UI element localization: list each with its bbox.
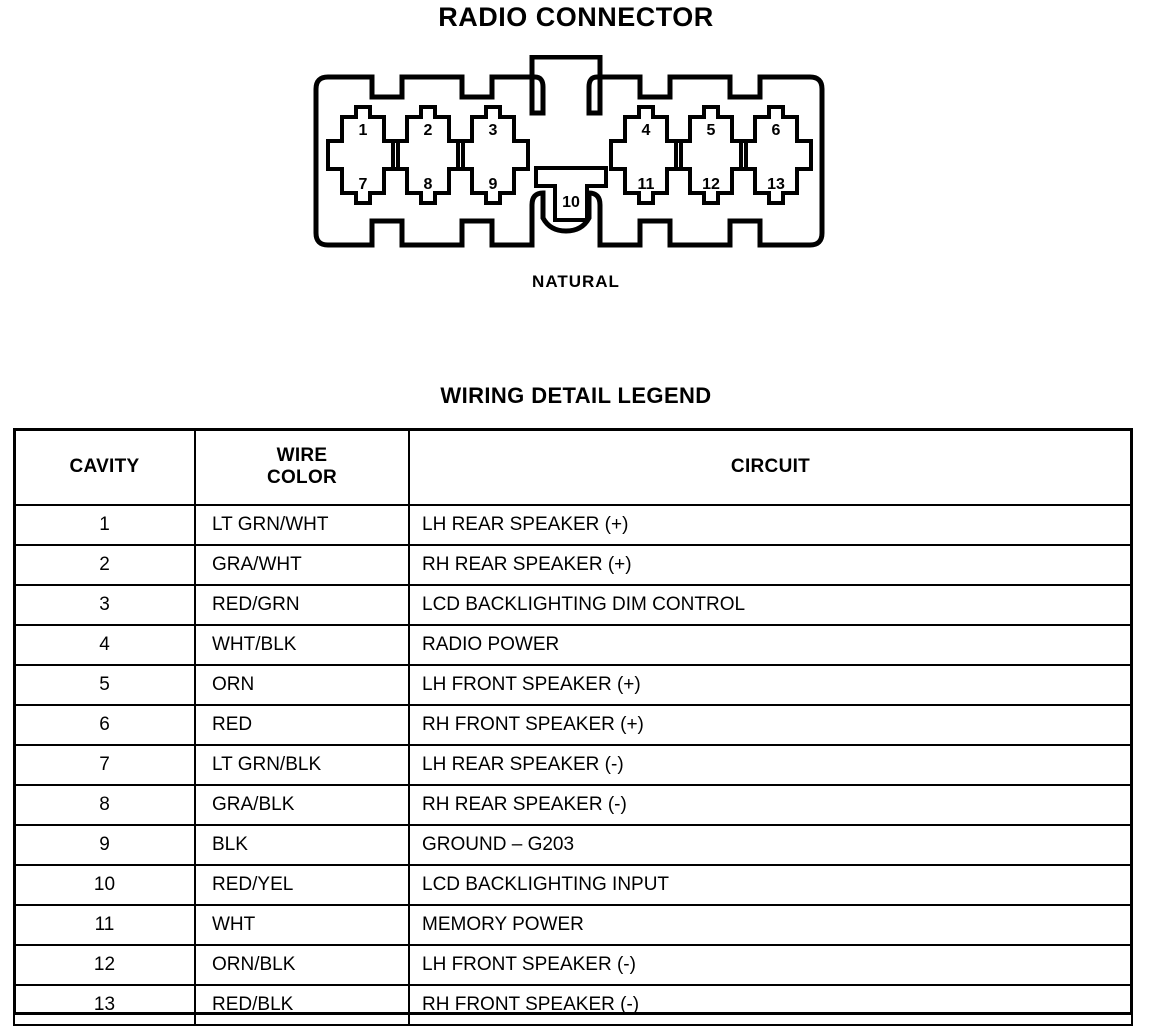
- cavity-number-2: 2: [424, 122, 433, 139]
- table-header-row: CAVITY WIRE COLOR CIRCUIT: [13, 428, 1133, 506]
- cavity-number-1: 1: [359, 122, 368, 139]
- cell-cavity: 5: [13, 664, 196, 706]
- cell-wire-color: LT GRN/WHT: [194, 504, 410, 546]
- cell-circuit: RH REAR SPEAKER (+): [408, 544, 1133, 586]
- cell-cavity: 7: [13, 744, 196, 786]
- page-title: RADIO CONNECTOR: [438, 2, 714, 32]
- cavity-number-5: 5: [707, 122, 716, 139]
- cavity-number-10: 10: [562, 194, 580, 211]
- cavity-pair-3-9: 3 9: [456, 105, 530, 205]
- cavity-number-7: 7: [359, 176, 368, 193]
- cell-wire-color: WHT/BLK: [194, 624, 410, 666]
- cell-wire-color: RED: [194, 704, 410, 746]
- cell-cavity: 9: [13, 824, 196, 866]
- cell-circuit: LH FRONT SPEAKER (-): [408, 944, 1133, 986]
- cell-cavity: 12: [13, 944, 196, 986]
- cell-wire-color: LT GRN/BLK: [194, 744, 410, 786]
- cell-cavity: 2: [13, 544, 196, 586]
- cavity-number-9: 9: [489, 176, 498, 193]
- cell-circuit: RH FRONT SPEAKER (-): [408, 984, 1133, 1026]
- cavity-number-3: 3: [489, 122, 498, 139]
- cell-wire-color: RED/BLK: [194, 984, 410, 1026]
- cell-circuit: RH FRONT SPEAKER (+): [408, 704, 1133, 746]
- cell-cavity: 1: [13, 504, 196, 546]
- cavity-number-11: 11: [638, 176, 655, 193]
- cell-circuit: MEMORY POWER: [408, 904, 1133, 946]
- cell-wire-color: RED/YEL: [194, 864, 410, 906]
- cell-circuit: GROUND – G203: [408, 824, 1133, 866]
- cell-circuit: LH REAR SPEAKER (+): [408, 504, 1133, 546]
- cell-circuit: LH REAR SPEAKER (-): [408, 744, 1133, 786]
- cell-cavity: 4: [13, 624, 196, 666]
- cell-circuit: RH REAR SPEAKER (-): [408, 784, 1133, 826]
- cell-cavity: 10: [13, 864, 196, 906]
- cell-wire-color: ORN: [194, 664, 410, 706]
- legend-title: WIRING DETAIL LEGEND: [440, 383, 712, 408]
- cavity-number-13: 13: [767, 176, 785, 193]
- header-wire-color: WIRE COLOR: [194, 428, 410, 506]
- cell-cavity: 11: [13, 904, 196, 946]
- cavity-pair-1-7: 1 7: [326, 105, 400, 205]
- cell-circuit: LH FRONT SPEAKER (+): [408, 664, 1133, 706]
- cell-cavity: 8: [13, 784, 196, 826]
- cavity-number-8: 8: [424, 176, 433, 193]
- cell-circuit: RADIO POWER: [408, 624, 1133, 666]
- cavity-number-4: 4: [642, 122, 651, 139]
- cavity-number-6: 6: [772, 122, 781, 139]
- connector-color-caption: NATURAL: [532, 272, 620, 291]
- cell-wire-color: GRA/WHT: [194, 544, 410, 586]
- header-wire-color-line2: COLOR: [266, 467, 338, 488]
- cell-cavity: 3: [13, 584, 196, 626]
- header-wire-color-line1: WIRE: [276, 445, 328, 467]
- cell-cavity: 6: [13, 704, 196, 746]
- cavity-10: 10: [534, 166, 608, 222]
- cavity-pair-4-11: 4 11: [609, 105, 683, 205]
- cell-wire-color: ORN/BLK: [194, 944, 410, 986]
- cell-cavity: 13: [13, 984, 196, 1026]
- cell-wire-color: WHT: [194, 904, 410, 946]
- cavity-pair-5-12: 5 12: [674, 105, 748, 205]
- cell-wire-color: BLK: [194, 824, 410, 866]
- cavity-pair-6-13: 6 13: [739, 105, 813, 205]
- radio-connector-diagram: 1 7 2 8 3 9 10 4 11 5 12: [310, 55, 855, 260]
- cavity-pair-2-8: 2 8: [391, 105, 465, 205]
- cell-circuit: LCD BACKLIGHTING INPUT: [408, 864, 1133, 906]
- cell-wire-color: GRA/BLK: [194, 784, 410, 826]
- header-circuit: CIRCUIT: [408, 428, 1133, 506]
- header-cavity: CAVITY: [13, 428, 196, 506]
- cavity-number-12: 12: [702, 176, 720, 193]
- cell-wire-color: RED/GRN: [194, 584, 410, 626]
- connector-body-outline: [313, 55, 825, 248]
- cell-circuit: LCD BACKLIGHTING DIM CONTROL: [408, 584, 1133, 626]
